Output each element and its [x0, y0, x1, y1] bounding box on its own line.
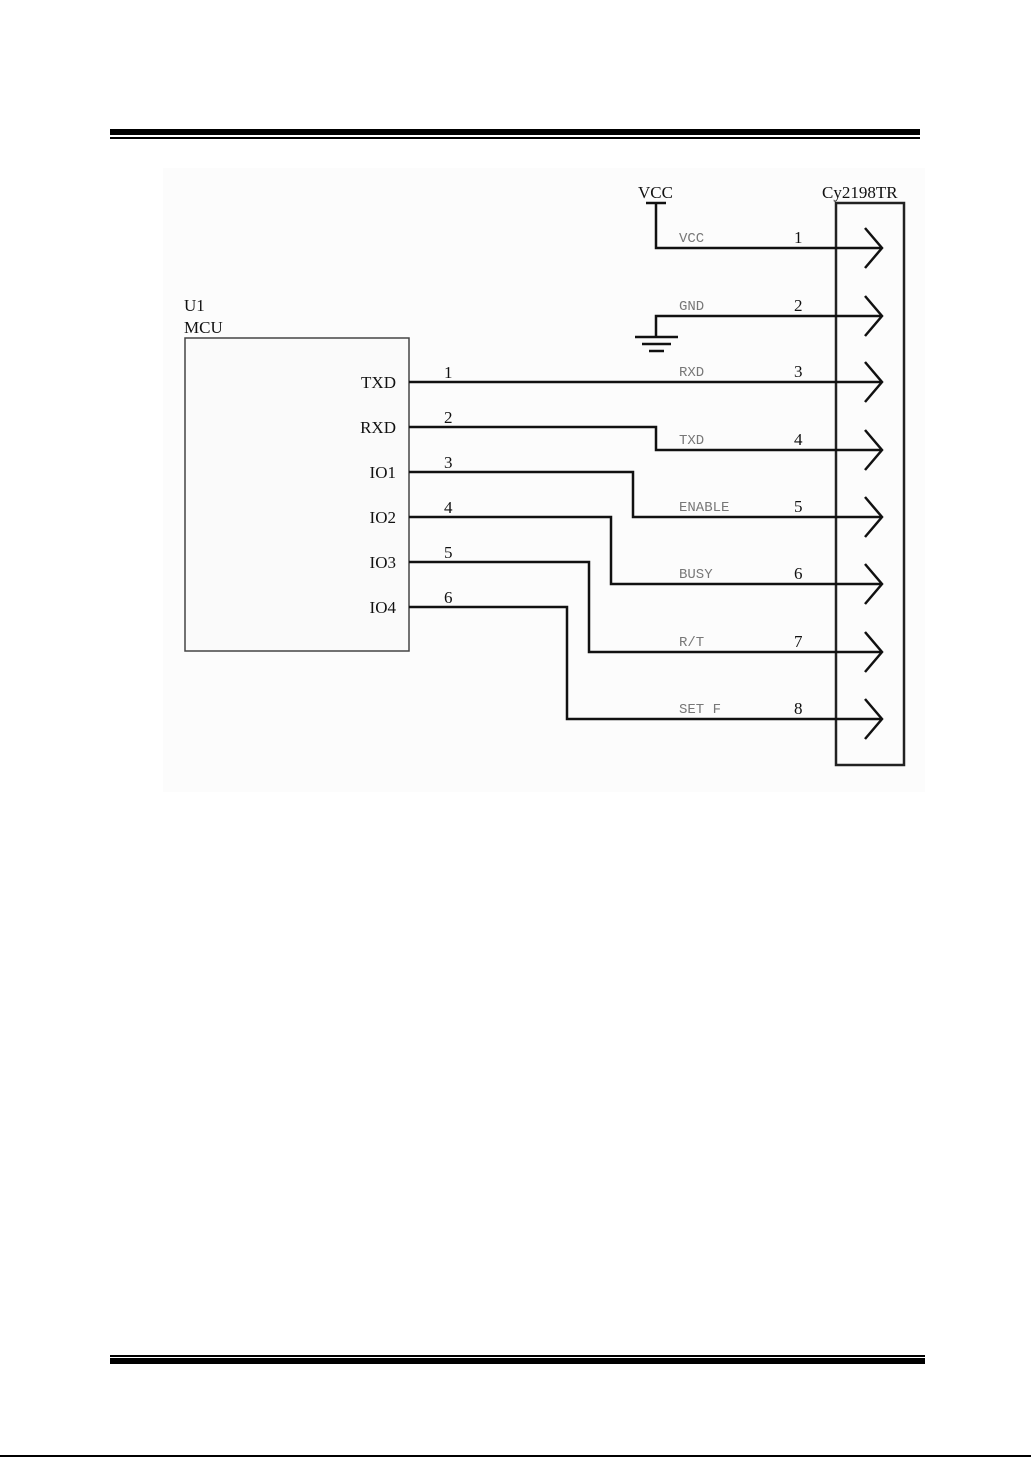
- mcu-pin-number: 4: [444, 498, 453, 517]
- mcu-pin-label: IO2: [370, 508, 396, 527]
- connector-pin-label: R/T: [679, 635, 704, 651]
- mcu-pin-number: 6: [444, 588, 453, 607]
- connector-pin-label: ENABLE: [679, 500, 729, 516]
- connector-pin-number: 8: [794, 699, 803, 718]
- wire-net-4: [409, 515, 882, 586]
- footer-rule-thin: [110, 1355, 925, 1357]
- connector-pin-number: 2: [794, 296, 803, 315]
- connector-pin-label: GND: [679, 299, 704, 315]
- connector-pin-number: 3: [794, 362, 803, 381]
- mcu-pin-label: RXD: [360, 418, 396, 437]
- wire-net-2: [409, 425, 882, 452]
- mcu-pin-number: 5: [444, 543, 453, 562]
- mcu-pin-label: IO1: [370, 463, 396, 482]
- connector-pin-number: 6: [794, 564, 803, 583]
- mcu-pin-number: 1: [444, 363, 453, 382]
- wire-net-3: [409, 470, 882, 519]
- mcu-ref: U1: [184, 296, 205, 315]
- mcu-pin-label: TXD: [361, 373, 396, 392]
- connector-pin-number: 7: [794, 632, 803, 651]
- connector-pin-label: VCC: [679, 231, 704, 247]
- wire-net-6: [409, 605, 882, 721]
- mcu-pin-number: 2: [444, 408, 453, 427]
- mcu-pin-label: IO4: [370, 598, 397, 617]
- wire-vcc: [654, 203, 882, 250]
- mcu-box: [184, 337, 410, 652]
- page-bottom-edge: [0, 1455, 1031, 1457]
- wire-gnd: [654, 314, 882, 337]
- connector-name: Cy2198TR: [822, 183, 898, 202]
- mcu-name: MCU: [184, 318, 223, 337]
- connector-box: [834, 201, 906, 767]
- mcu-pin-label: IO3: [370, 553, 396, 572]
- footer-rule-thick: [110, 1358, 925, 1364]
- header-rule-thin: [110, 137, 920, 139]
- connector-pin-number: 1: [794, 228, 803, 247]
- vcc-power-label: VCC: [638, 183, 673, 202]
- connector-pin-number: 4: [794, 430, 803, 449]
- header-rule-thick: [110, 129, 920, 135]
- connector-pin-label: TXD: [679, 433, 704, 449]
- wire-net-5: [409, 560, 882, 654]
- connector-pin-label: SET F: [679, 702, 721, 718]
- connector-pin-label: BUSY: [679, 567, 713, 583]
- mcu-pin-number: 3: [444, 453, 453, 472]
- connector-pin-number: 5: [794, 497, 803, 516]
- connector-pin-label: RXD: [679, 365, 704, 381]
